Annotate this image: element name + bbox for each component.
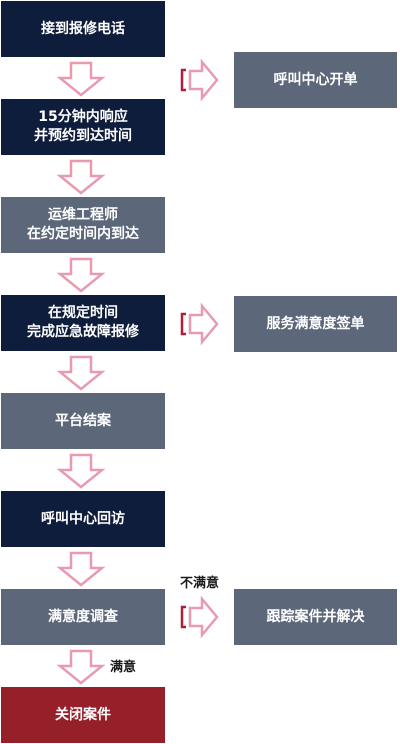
down-arrow-icon	[56, 257, 106, 293]
side-track-resolve: 跟踪案件并解决	[234, 589, 397, 645]
label-satisfied: 满意	[110, 660, 137, 675]
down-arrow-icon	[56, 159, 106, 195]
side-call-center-ticket: 呼叫中心开单	[234, 52, 397, 108]
step-close-case: 关闭案件	[1, 687, 165, 743]
step-complete-repair: 在规定时间 完成应急故障报修	[1, 295, 165, 351]
step-callback: 呼叫中心回访	[1, 491, 165, 547]
label-not-satisfied: 不满意	[180, 576, 220, 591]
step-receive-call: 接到报修电话	[1, 1, 165, 57]
step-engineer-arrive: 运维工程师 在约定时间内到达	[1, 197, 165, 253]
step-satisfaction-survey: 满意度调查	[1, 589, 165, 645]
down-arrow-icon	[56, 61, 106, 97]
down-arrow-icon	[56, 551, 106, 587]
step-respond-15min: 15分钟内响应 并预约到达时间	[1, 99, 165, 155]
down-arrow-icon	[56, 649, 106, 685]
down-arrow-icon	[56, 453, 106, 489]
down-arrow-icon	[56, 355, 106, 391]
right-arrow-icon	[180, 302, 219, 346]
side-service-signoff: 服务满意度签单	[234, 296, 397, 352]
step-close-platform: 平台结案	[1, 393, 165, 449]
right-arrow-icon	[180, 58, 219, 102]
right-arrow-icon	[180, 595, 219, 639]
